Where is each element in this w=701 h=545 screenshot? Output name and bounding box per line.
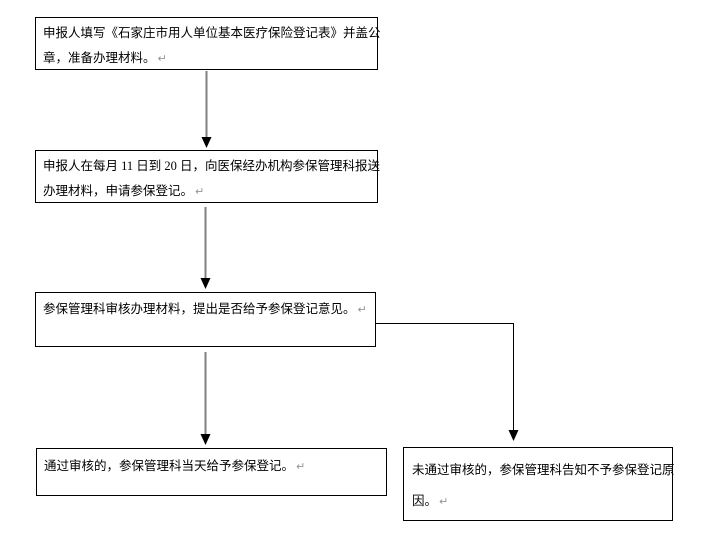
flow-step-text-line: 因。↵ (412, 486, 666, 517)
flow-step-text-line: 申报人在每月 11 日到 20 日，向医保经办机构参保管理科报送 (43, 154, 380, 179)
flow-step-approved-result: 通过审核的，参保管理科当天给予参保登记。↵ (36, 448, 387, 496)
arrow-step1-to-step2-head (201, 137, 212, 148)
flow-step-text-line: 申报人填写《石家庄市用人单位基本医疗保险登记表》并盖公 (43, 21, 381, 46)
flow-step-text-line: 未通过审核的，参保管理科告知不予参保登记原 (412, 455, 675, 486)
arrow-step2-to-step3-head (200, 278, 211, 289)
branch-step3-to-rejected-head (508, 430, 519, 441)
flow-step-text: 未通过审核的，参保管理科告知不予参保登记原 (412, 463, 675, 477)
flow-step-text: 通过审核的，参保管理科当天给予参保登记。 (44, 459, 295, 473)
flow-step-text: 章，准备办理材料。 (43, 51, 156, 65)
flow-step-submit-materials: 申报人在每月 11 日到 20 日，向医保经办机构参保管理科报送 办理材料，申请… (35, 150, 380, 204)
flow-step-text-line: 通过审核的，参保管理科当天给予参保登记。↵ (44, 454, 382, 479)
flow-step-text-line: 参保管理科审核办理材料，提出是否给予参保登记意见。↵ (43, 297, 371, 322)
flow-step-text-line: 办理材料，申请参保登记。↵ (43, 179, 373, 204)
flow-step-review-materials: 参保管理科审核办理材料，提出是否给予参保登记意见。↵ (35, 292, 376, 347)
flow-step-rejected-result: 未通过审核的，参保管理科告知不予参保登记原 因。↵ (403, 447, 675, 521)
flow-step-text: 参保管理科审核办理材料，提出是否给予参保登记意见。 (43, 302, 356, 316)
paragraph-return-icon: ↵ (439, 495, 449, 508)
flow-step-text: 申报人在每月 11 日到 20 日，向医保经办机构参保管理科报送 (43, 159, 381, 173)
flow-step-text-line: 章，准备办理材料。↵ (43, 46, 373, 71)
arrow-step3-to-approved-head (200, 434, 211, 445)
branch-step3-to-rejected-line (376, 323, 514, 430)
paragraph-return-icon: ↵ (195, 185, 205, 198)
flow-step-text: 因。 (412, 494, 438, 508)
paragraph-return-icon: ↵ (296, 460, 306, 473)
flow-step-text: 办理材料，申请参保登记。 (43, 184, 194, 198)
flow-step-text: 申报人填写《石家庄市用人单位基本医疗保险登记表》并盖公 (43, 26, 381, 40)
paragraph-return-icon: ↵ (157, 52, 167, 65)
paragraph-return-icon: ↵ (357, 303, 367, 316)
flow-step-fill-form: 申报人填写《石家庄市用人单位基本医疗保险登记表》并盖公 章，准备办理材料。↵ (35, 17, 381, 71)
